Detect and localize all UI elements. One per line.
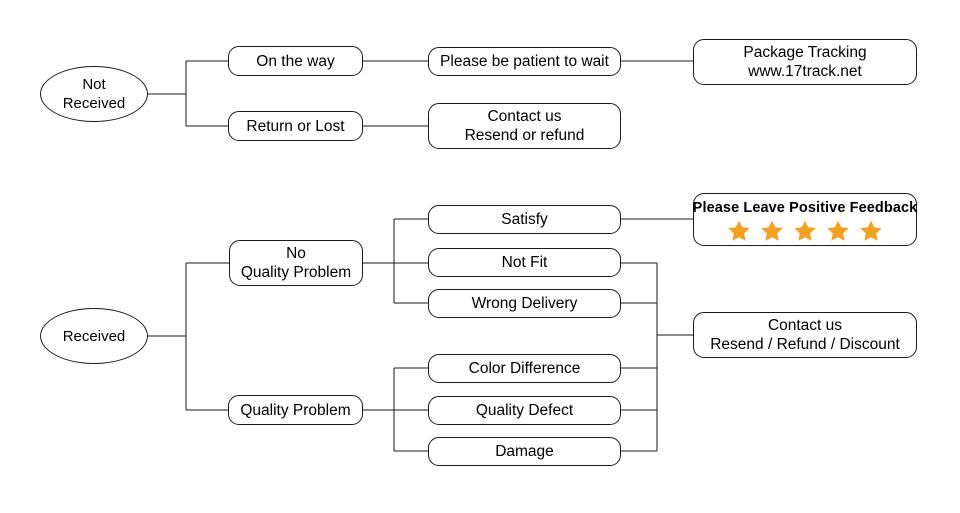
node-package-tracking-title: Package Tracking <box>743 44 867 61</box>
node-not-fit[interactable]: Not Fit <box>428 248 621 277</box>
node-contact-us-bottom-line2: Resend / Refund / Discount <box>710 336 900 353</box>
star-icon[interactable] <box>859 219 883 243</box>
node-no-quality-problem-line1: No <box>286 245 306 262</box>
star-icon[interactable] <box>727 219 751 243</box>
star-icon[interactable] <box>760 219 784 243</box>
node-no-quality-problem[interactable]: No Quality Problem <box>229 240 363 286</box>
node-positive-feedback[interactable]: Please Leave Positive Feedback <box>693 193 917 246</box>
node-satisfy[interactable]: Satisfy <box>428 205 621 234</box>
node-not-fit-label: Not Fit <box>501 254 548 271</box>
star-icon[interactable] <box>826 219 850 243</box>
node-received-label: Received <box>62 327 126 345</box>
node-received[interactable]: Received <box>40 308 148 364</box>
node-not-received-line1: Not <box>82 76 106 93</box>
node-quality-problem-label: Quality Problem <box>240 401 351 419</box>
node-quality-defect[interactable]: Quality Defect <box>428 396 621 425</box>
node-contact-us-top-line1: Contact us <box>487 108 562 125</box>
node-on-the-way[interactable]: On the way <box>228 46 363 76</box>
node-return-or-lost[interactable]: Return or Lost <box>228 111 363 141</box>
star-icon[interactable] <box>793 219 817 243</box>
node-damage-label: Damage <box>495 443 554 460</box>
node-package-tracking[interactable]: Package Tracking www.17track.net <box>693 39 917 85</box>
node-please-be-patient[interactable]: Please be patient to wait <box>428 47 621 76</box>
star-rating[interactable] <box>727 219 883 243</box>
node-damage[interactable]: Damage <box>428 437 621 466</box>
node-package-tracking-url: www.17track.net <box>748 63 862 80</box>
node-contact-us-resend-refund-discount[interactable]: Contact us Resend / Refund / Discount <box>693 312 917 358</box>
node-quality-problem[interactable]: Quality Problem <box>228 395 363 425</box>
node-not-received-line2: Received <box>62 95 126 112</box>
node-return-or-lost-label: Return or Lost <box>246 117 345 135</box>
node-color-difference[interactable]: Color Difference <box>428 354 621 383</box>
node-no-quality-problem-line2: Quality Problem <box>240 264 352 281</box>
node-positive-feedback-title: Please Leave Positive Feedback <box>692 200 918 216</box>
node-contact-us-resend-refund[interactable]: Contact us Resend or refund <box>428 103 621 149</box>
node-contact-us-bottom-line1: Contact us <box>767 317 843 334</box>
node-on-the-way-label: On the way <box>256 52 335 70</box>
node-wrong-delivery-label: Wrong Delivery <box>471 295 578 312</box>
node-quality-defect-label: Quality Defect <box>475 402 574 419</box>
node-wrong-delivery[interactable]: Wrong Delivery <box>428 289 621 318</box>
node-color-difference-label: Color Difference <box>468 360 581 377</box>
node-contact-us-top-line2: Resend or refund <box>464 127 585 144</box>
node-not-received[interactable]: Not Received <box>40 66 148 122</box>
node-please-be-patient-label: Please be patient to wait <box>440 53 609 70</box>
node-satisfy-label: Satisfy <box>501 211 548 228</box>
